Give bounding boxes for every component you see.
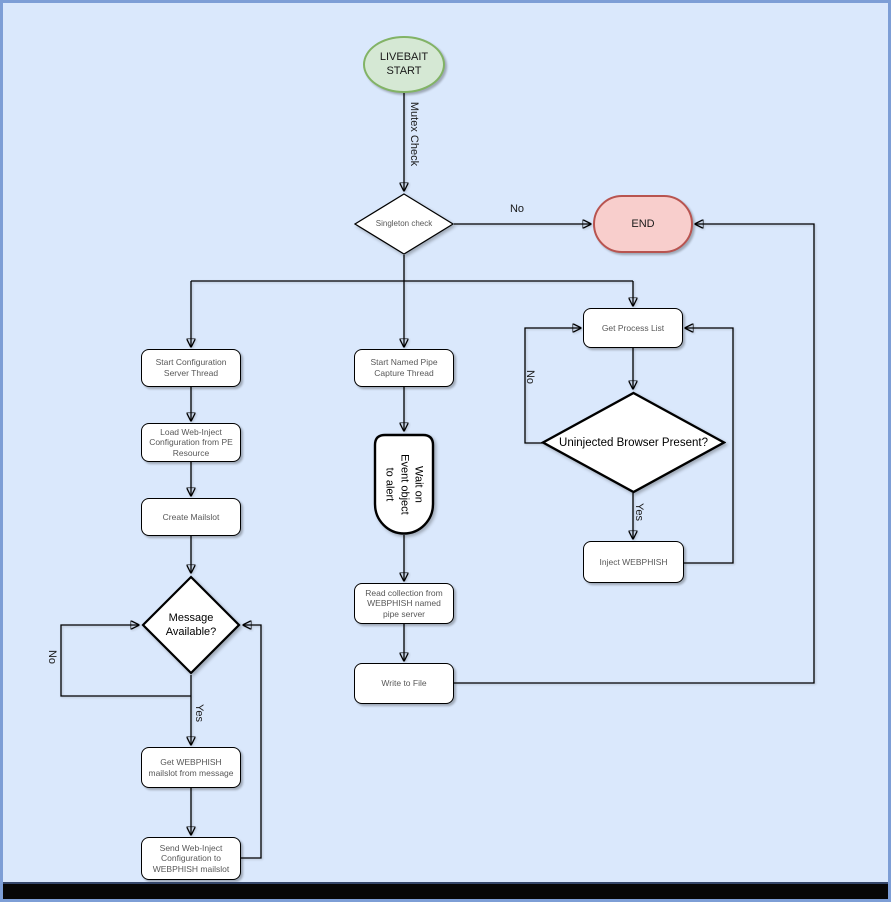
edge-inject-loop-to-get-process [684, 328, 734, 564]
message-available-label: Message Available? [165, 611, 217, 638]
end-node: END [593, 195, 693, 253]
write-to-file-node: Write to File [354, 663, 454, 704]
edge-write-to-end [454, 224, 815, 684]
start-node: LIVEBAIT START [363, 36, 445, 93]
end-label: END [631, 218, 655, 230]
message-available-node: Message Available? [141, 575, 241, 675]
start-named-pipe-node: Start Named Pipe Capture Thread [354, 349, 454, 387]
singleton-check-node: Singleton check [354, 193, 454, 255]
flow-edges-layer [60, 93, 815, 859]
uninjected-browser-node: Uninjected Browser Present? [541, 391, 726, 494]
inject-webphish-label: Inject WEBPHISH [599, 556, 668, 567]
edge-message-no-loop [60, 625, 191, 697]
window-bottom-bar [3, 882, 888, 899]
inject-webphish-node: Inject WEBPHISH [583, 541, 684, 583]
browser-yes-edge-label: Yes [633, 503, 645, 521]
diamond-shape [541, 391, 726, 494]
start-config-server-label: Start Configuration Server Thread [155, 357, 227, 378]
message-yes-edge-label: Yes [193, 704, 205, 722]
load-web-inject-node: Load Web-Inject Configuration from PE Re… [141, 423, 241, 462]
wait-on-event-label: Wait on Event object to alert [383, 453, 425, 515]
delay-shape [373, 433, 435, 535]
write-to-file-label: Write to File [381, 678, 427, 689]
wait-on-event-node: Wait on Event object to alert [373, 433, 435, 535]
start-named-pipe-label: Start Named Pipe Capture Thread [370, 357, 438, 378]
send-web-inject-label: Send Web-Inject Configuration to WEBPHIS… [152, 842, 230, 874]
message-no-edge-label: No [46, 649, 58, 665]
load-web-inject-label: Load Web-Inject Configuration from PE Re… [149, 426, 233, 458]
singleton-no-edge-label: No [509, 203, 525, 215]
read-collection-node: Read collection from WEBPHISH named pipe… [354, 583, 454, 624]
create-mailslot-label: Create Mailslot [162, 511, 220, 522]
uninjected-browser-label: Uninjected Browser Present? [559, 436, 708, 449]
read-collection-label: Read collection from WEBPHISH named pipe… [365, 587, 443, 619]
singleton-check-label: Singleton check [375, 218, 433, 228]
get-webphish-mailslot-label: Get WEBPHISH mailslot from message [148, 756, 234, 778]
diamond-shape [141, 575, 241, 675]
edge-send-loop-to-message [241, 625, 262, 859]
send-web-inject-node: Send Web-Inject Configuration to WEBPHIS… [141, 837, 241, 880]
get-process-list-label: Get Process List [601, 322, 665, 333]
get-webphish-mailslot-node: Get WEBPHISH mailslot from message [141, 747, 241, 788]
get-process-list-node: Get Process List [583, 308, 683, 348]
start-config-server-node: Start Configuration Server Thread [141, 349, 241, 387]
diamond-shape [354, 193, 454, 255]
create-mailslot-node: Create Mailslot [141, 498, 241, 536]
start-label: LIVEBAIT START [379, 50, 429, 77]
browser-no-edge-label: No [524, 369, 536, 385]
mutex-check-edge-label: Mutex Check [408, 101, 420, 167]
edge-uninjected-no-loop [524, 328, 581, 444]
